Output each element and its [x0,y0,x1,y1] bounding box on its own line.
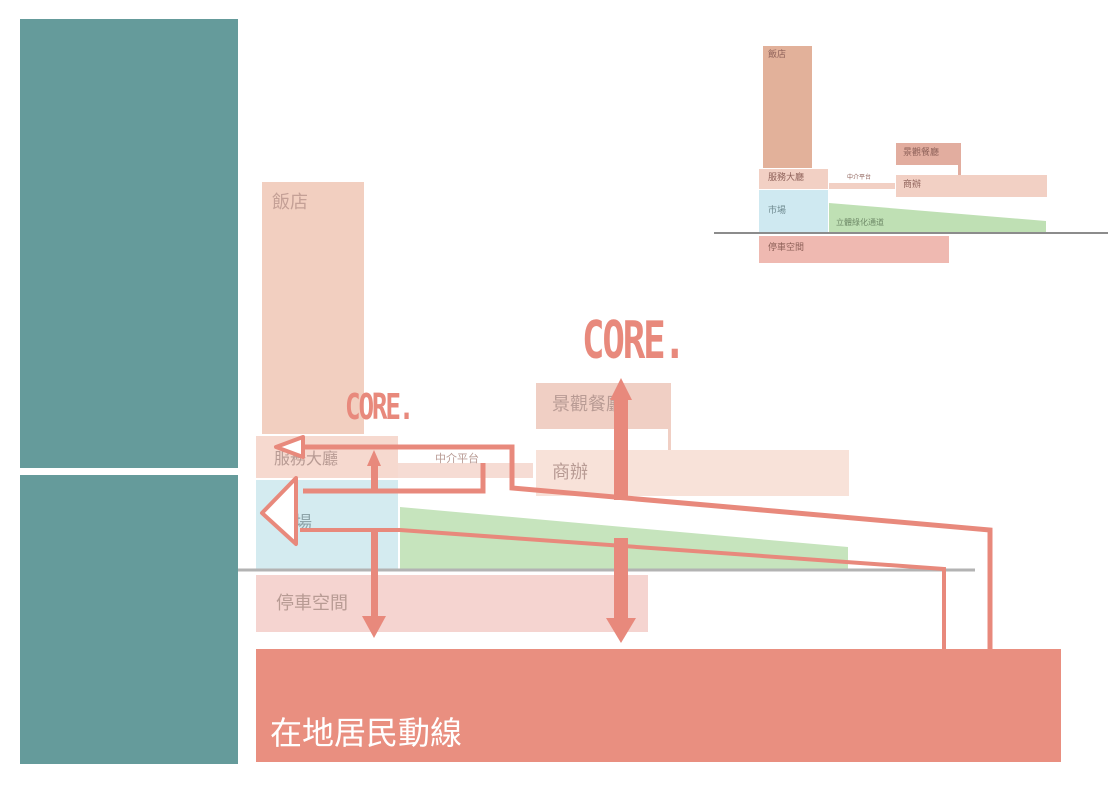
core-arrow-up-right [610,378,632,400]
scenic-dining-label: 景觀餐廳 [552,394,624,415]
core-arrow-down-left [362,616,386,638]
inset-mid-platform-block [829,183,895,189]
arrowhead-market [260,476,298,546]
core-arrow-down-right [606,618,636,643]
inset-green-channel-shape [829,203,1046,233]
mid-platform-label: 中介平台 [435,452,479,465]
office-label: 商辦 [552,462,588,483]
local-flow-block [256,649,1061,762]
inset-parking-label: 停車空間 [768,243,805,253]
inset-service-hall-label: 服務大廳 [768,173,805,183]
scenic-dining-block [536,383,670,429]
inset-mid-platform-label: 中介平台 [847,174,872,181]
inset-hotel-block [763,46,812,168]
core-shaft-right-upper [614,400,628,500]
inset-scenic-dining-edge [958,143,961,176]
core-shaft-left-lower [371,532,378,620]
flow-line-lower [300,528,946,649]
office-block [536,450,849,496]
inset-market-block [759,190,828,233]
core-arrow-up-left [367,450,381,466]
inset-parking-block [759,236,949,263]
flow-line-inner [303,463,486,494]
inset-market-label: 市場 [768,206,787,216]
teal-column-lower [20,475,238,764]
arrowhead-service-hall [274,435,305,459]
core-shaft-left-upper [371,466,378,492]
inset-office-block [896,175,1047,197]
inset-hotel-label: 飯店 [768,50,787,60]
teal-column-upper [20,19,238,468]
core-label-right: CORE. [582,311,686,371]
inset-scenic-dining-block [896,143,961,165]
core-label-left: CORE. [345,387,414,428]
inset-scenic-dining-label: 景觀餐廳 [903,148,940,158]
hotel-block [262,182,364,434]
parking-label: 停車空間 [276,593,348,614]
inset-service-hall-block [759,169,828,189]
flow-line-outer [303,444,993,649]
scenic-dining-edge [668,383,671,450]
service-hall-label: 服務大廳 [274,449,339,468]
hotel-label: 飯店 [272,192,308,213]
parking-block [256,575,648,632]
core-shaft-right-lower [614,538,628,622]
inset-office-label: 商辦 [903,180,922,190]
inset-green-channel-label: 立體綠化通道 [836,218,884,227]
mid-platform-block [398,463,533,478]
local-flow-label: 在地居民動線 [270,714,463,752]
